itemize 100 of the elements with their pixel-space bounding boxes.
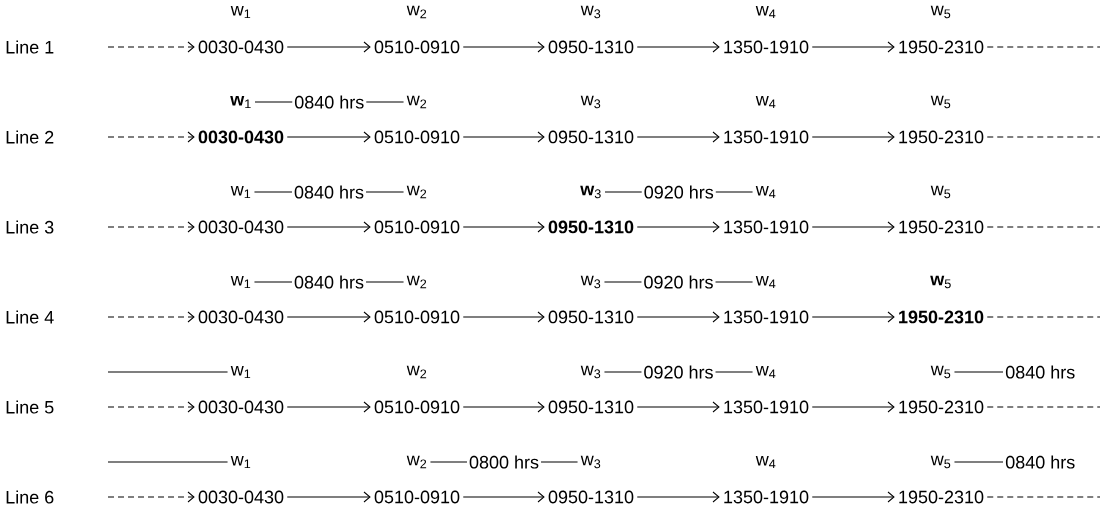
time-window: 0950-1310 — [548, 220, 634, 234]
time-window: 1950-2310 — [899, 310, 984, 324]
arrow — [636, 41, 720, 53]
window-label: w$_{2}$ — [406, 95, 427, 109]
arrow — [462, 221, 545, 233]
window-label: w$_{4}$ — [755, 275, 776, 289]
window-label: w$_{4}$ — [755, 455, 776, 469]
window-label: w$_{5}$ — [930, 5, 951, 19]
time-window: 0950-1310 — [548, 400, 634, 414]
window-label: w$_{2}$ — [406, 365, 427, 379]
line-label: Line 5 — [6, 400, 54, 414]
dashed-arrow — [107, 131, 195, 143]
window-label: w$_{3}$ — [580, 95, 601, 109]
arrow — [462, 41, 545, 53]
time-window: 1950-2310 — [899, 40, 984, 54]
dashed-line — [986, 136, 1101, 138]
dashed-arrow — [107, 41, 195, 53]
time-window: 0510-0910 — [374, 310, 460, 324]
time-window: 0950-1310 — [548, 130, 634, 144]
time-window: 1350-1910 — [724, 40, 809, 54]
arrow — [811, 131, 895, 143]
arrow — [286, 41, 371, 53]
arrow — [636, 401, 720, 413]
window-label: w$_{5}$ — [930, 95, 951, 109]
window-label: w$_{4}$ — [755, 5, 776, 19]
time-window: 0950-1310 — [548, 490, 634, 504]
edge-label: 0840 hrs — [292, 93, 367, 111]
edge-label: 0840 hrs — [1005, 365, 1075, 379]
edge-label: 0840 hrs — [292, 183, 367, 201]
arrow — [811, 41, 895, 53]
time-window: 0030-0430 — [198, 220, 284, 234]
time-window: 0510-0910 — [374, 490, 460, 504]
dashed-line — [986, 496, 1101, 498]
edge-label: 0920 hrs — [641, 273, 716, 291]
arrow — [811, 311, 895, 323]
arrow — [636, 131, 720, 143]
window-label: w$_{3}$ — [580, 275, 601, 289]
time-window: 1950-2310 — [899, 130, 984, 144]
time-window: 1350-1910 — [724, 400, 809, 414]
edge-label: 0840 hrs — [1005, 455, 1075, 469]
dashed-arrow — [107, 221, 195, 233]
window-label: w$_{5}$ — [930, 455, 951, 469]
time-window: 1350-1910 — [724, 490, 809, 504]
time-window: 0950-1310 — [548, 40, 634, 54]
line-label: Line 6 — [6, 490, 54, 504]
arrow — [286, 131, 371, 143]
line-label: Line 1 — [6, 40, 54, 54]
arrow — [636, 221, 720, 233]
arrow — [636, 311, 720, 323]
arrow — [462, 491, 545, 503]
arrow — [636, 491, 720, 503]
window-label: w$_{2}$ — [406, 455, 427, 469]
window-label: w$_{4}$ — [755, 365, 776, 379]
window-label: w$_{5}$ — [930, 275, 951, 289]
connector-line — [107, 371, 229, 373]
window-label: w$_{3}$ — [580, 455, 601, 469]
window-label: w$_{1}$ — [230, 185, 251, 199]
arrow — [811, 401, 895, 413]
time-window: 0030-0430 — [198, 400, 284, 414]
line-label: Line 4 — [6, 310, 54, 324]
window-label: w$_{1}$ — [230, 5, 251, 19]
dashed-arrow — [107, 491, 195, 503]
time-window: 1350-1910 — [724, 130, 809, 144]
edge-label: 0840 hrs — [292, 273, 367, 291]
line-label: Line 2 — [6, 130, 54, 144]
time-window: 0510-0910 — [374, 400, 460, 414]
window-label: w$_{3}$ — [580, 185, 601, 199]
dashed-line — [986, 46, 1101, 48]
window-label: w$_{1}$ — [230, 95, 251, 109]
time-window: 1350-1910 — [724, 220, 809, 234]
window-label: w$_{3}$ — [580, 5, 601, 19]
time-window: 0510-0910 — [374, 130, 460, 144]
time-window: 0030-0430 — [198, 490, 284, 504]
window-label: w$_{5}$ — [930, 185, 951, 199]
window-label: w$_{2}$ — [406, 275, 427, 289]
arrow — [286, 401, 371, 413]
time-window: 0510-0910 — [374, 40, 460, 54]
time-window: 0950-1310 — [548, 310, 634, 324]
line-label: Line 3 — [6, 220, 54, 234]
window-label: w$_{1}$ — [230, 455, 251, 469]
edge-label: 0920 hrs — [641, 183, 716, 201]
arrow — [286, 311, 371, 323]
window-label: w$_{2}$ — [406, 185, 427, 199]
dashed-line — [986, 406, 1101, 408]
edge-label: 0800 hrs — [467, 453, 542, 471]
connector-line — [953, 371, 1004, 373]
edge-label: 0920 hrs — [641, 363, 716, 381]
arrow — [462, 401, 545, 413]
window-label: w$_{1}$ — [230, 275, 251, 289]
window-label: w$_{5}$ — [930, 365, 951, 379]
time-window: 0030-0430 — [198, 130, 284, 144]
time-window: 1950-2310 — [899, 490, 984, 504]
connector-line — [107, 461, 229, 463]
time-window: 1350-1910 — [724, 310, 809, 324]
window-label: w$_{3}$ — [580, 365, 601, 379]
window-label: w$_{2}$ — [406, 5, 427, 19]
time-window: 1950-2310 — [899, 220, 984, 234]
dashed-line — [986, 226, 1101, 228]
time-window: 0510-0910 — [374, 220, 460, 234]
window-label: w$_{1}$ — [230, 365, 251, 379]
